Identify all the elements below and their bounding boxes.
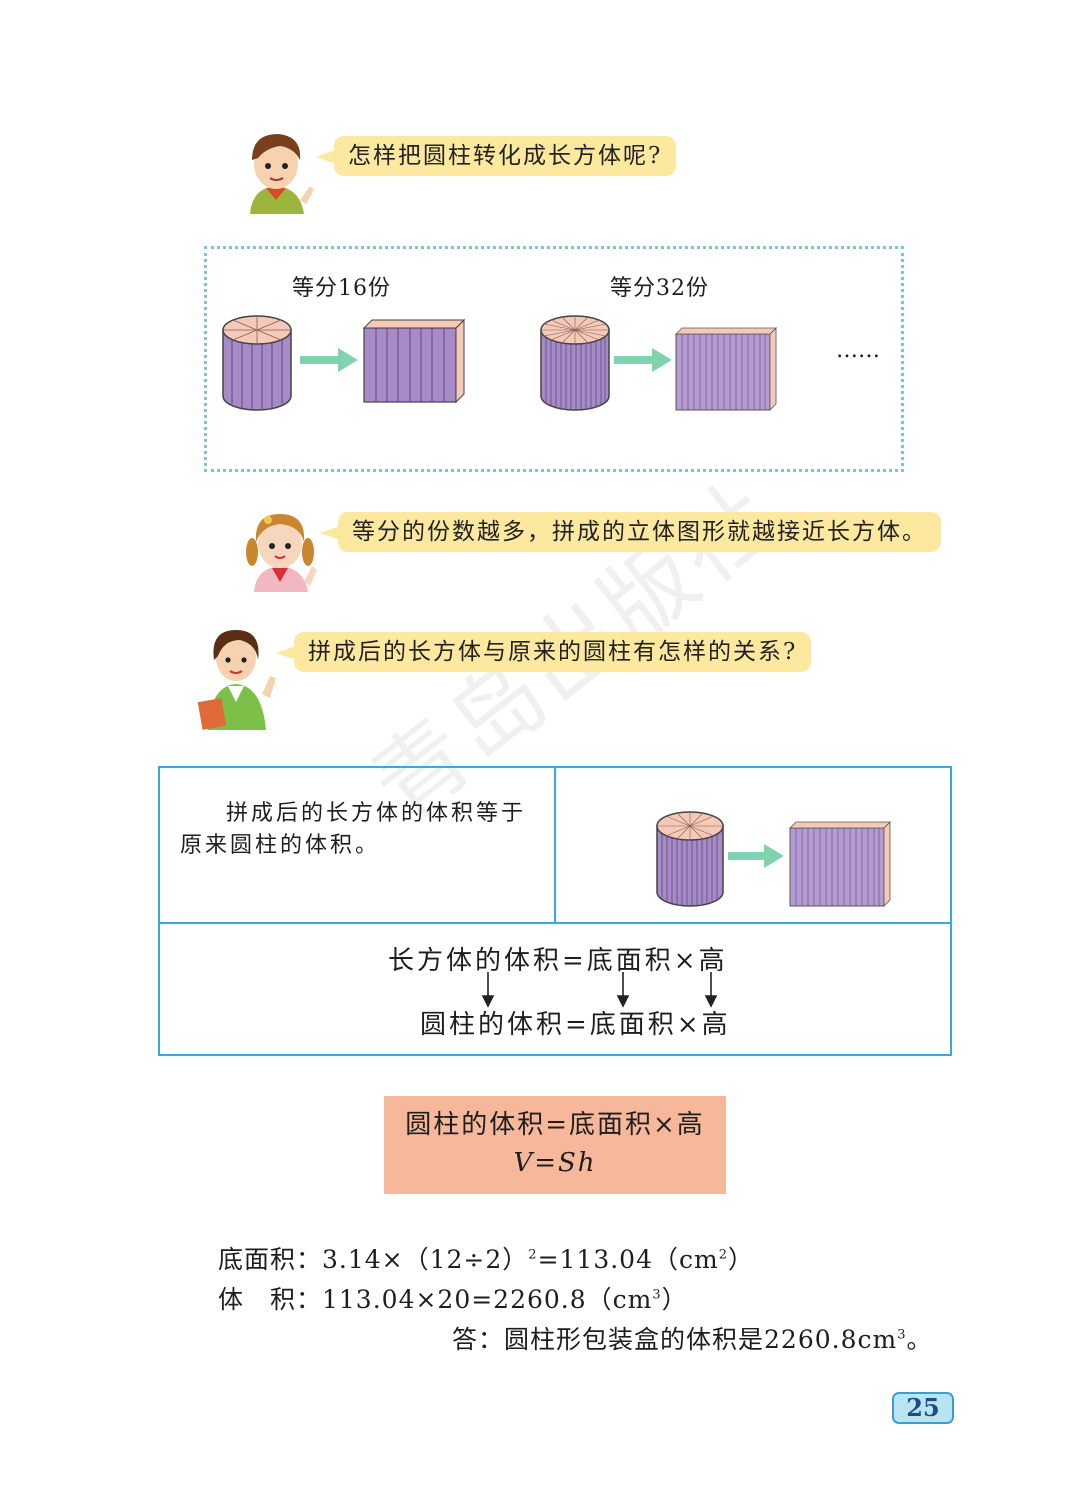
relation-text-line1: 拼成后的长方体的体积等于 — [226, 801, 527, 826]
arrow-right-icon — [728, 844, 784, 868]
calc-base-area-c: ） — [727, 1245, 754, 1274]
answer-a: 答：圆柱形包装盒的体积是2260.8cm — [452, 1325, 898, 1354]
relation-text: 拼成后的长方体的体积等于 原来圆柱的体积。 — [180, 798, 540, 862]
exp: 2 — [718, 1247, 728, 1263]
calc-base-area-b: =113.04（cm — [537, 1245, 719, 1274]
label-16-parts: 等分16份 — [292, 276, 391, 301]
calc-volume-b: ） — [661, 1285, 688, 1314]
speech-bubble-teacher: 拼成后的长方体与原来的圆柱有怎样的关系? — [276, 632, 812, 672]
answer-b: 。 — [906, 1325, 933, 1354]
calc-volume-a: 体 积：113.04×20=2260.8（cm — [218, 1285, 653, 1314]
exp: 3 — [897, 1327, 907, 1343]
teacher-character — [197, 630, 276, 730]
speech-bubble-boy: 怎样把圆柱转化成长方体呢? — [316, 136, 677, 176]
speech-bubble-girl: 等分的份数越多，拼成的立体图形就越接近长方体。 — [320, 512, 941, 552]
boy-character — [250, 134, 314, 214]
cylinder-32-parts — [540, 315, 610, 411]
cylinder-volume-formula: 圆柱的体积=底面积×高 — [420, 1010, 731, 1040]
page-number: 25 — [892, 1392, 954, 1424]
formula-summary-box: 圆柱的体积=底面积×高 V=Sh — [384, 1096, 726, 1194]
calc-base-area-a: 底面积：3.14×（12÷2） — [218, 1245, 529, 1274]
label-32-parts: 等分32份 — [610, 276, 709, 301]
calc-volume: 体 积：113.04×20=2260.8（cm3） — [218, 1280, 688, 1316]
arrow-right-icon — [614, 348, 672, 372]
down-arrows — [481, 972, 718, 1008]
cuboid-16-parts — [362, 318, 466, 404]
relation-text-line2: 原来圆柱的体积。 — [180, 833, 381, 858]
exp: 2 — [528, 1247, 538, 1263]
cylinder-16-parts — [222, 315, 292, 411]
bubble-tail — [320, 526, 340, 540]
cuboid-result — [789, 821, 891, 907]
girl-character — [246, 514, 317, 592]
ellipsis-more: …… — [836, 338, 880, 363]
slicing-diagram-box — [204, 246, 904, 472]
summary-line1: 圆柱的体积=底面积×高 — [405, 1110, 705, 1140]
cuboid-volume-formula: 长方体的体积=底面积×高 — [388, 946, 728, 976]
exp: 3 — [652, 1287, 662, 1303]
cuboid-32-parts — [675, 327, 777, 411]
answer: 答：圆柱形包装盒的体积是2260.8cm3。 — [452, 1320, 932, 1356]
box-divider-horizontal — [158, 922, 952, 924]
bubble-text: 拼成后的长方体与原来的圆柱有怎样的关系? — [308, 639, 798, 665]
bubble-text: 怎样把圆柱转化成长方体呢? — [348, 143, 663, 169]
bubble-tail — [276, 646, 296, 660]
bubble-text: 等分的份数越多，拼成的立体图形就越接近长方体。 — [352, 519, 927, 545]
bubble-tail — [316, 150, 336, 164]
cylinder-sliced — [656, 811, 724, 907]
arrow-right-icon — [300, 348, 358, 372]
calc-base-area: 底面积：3.14×（12÷2）2=113.04（cm2） — [218, 1240, 754, 1276]
summary-formula-vsh: V=Sh — [513, 1148, 597, 1178]
box-divider-vertical — [554, 766, 556, 924]
